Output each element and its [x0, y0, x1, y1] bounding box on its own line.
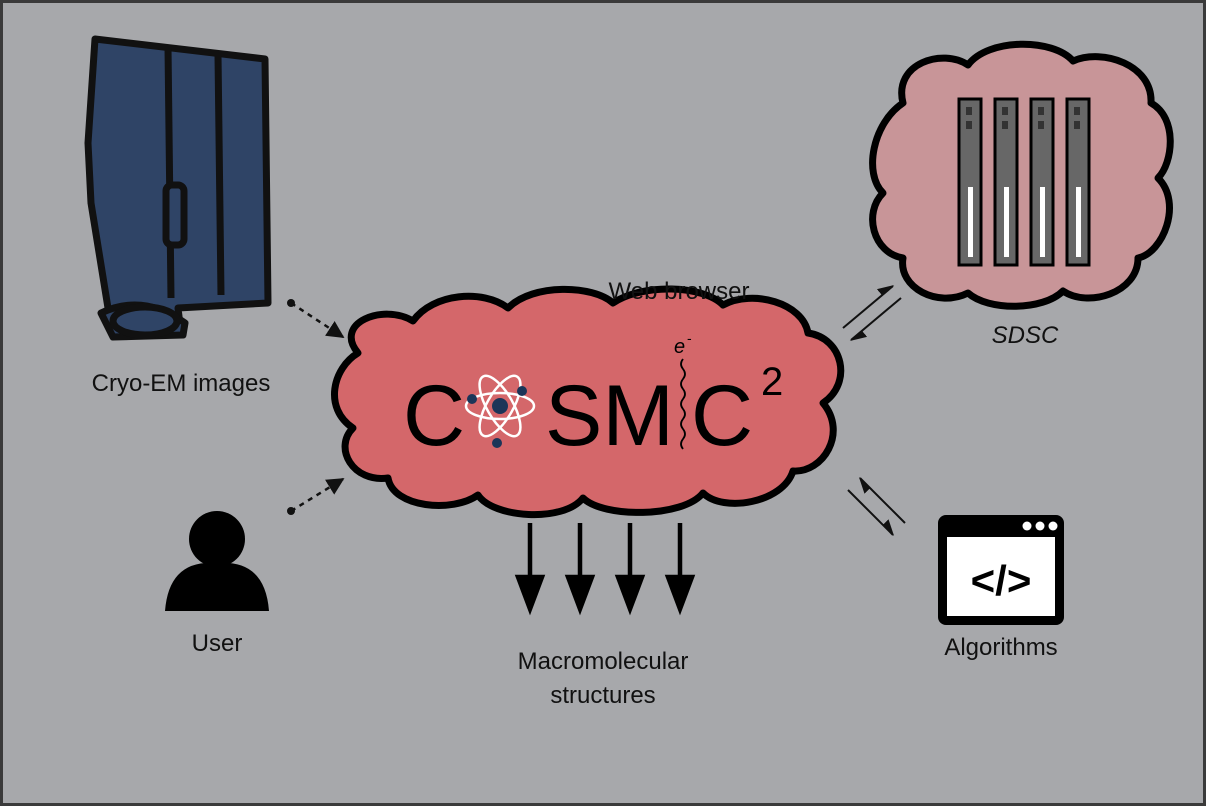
logo-c-left: C	[403, 368, 465, 464]
sdsc-label: SDSC	[992, 322, 1059, 349]
structures-label-line2: structures	[550, 682, 655, 709]
user-label: User	[192, 630, 243, 657]
cryo-em-to-cosmic-arrow	[290, 301, 345, 339]
cryo-em-label: Cryo-EM images	[92, 370, 271, 397]
atom-electron-3	[492, 438, 502, 448]
logo-sm: SM	[545, 368, 674, 464]
code-symbol: </>	[971, 557, 1032, 604]
structures-label-line1: Macromolecular	[518, 648, 689, 675]
atom-electron-1	[467, 394, 477, 404]
user-icon	[165, 511, 269, 611]
electron-wave	[680, 358, 686, 450]
atom-nucleus	[492, 398, 508, 414]
diagram-svg: Cryo-EM images User Web browser C SM e -…	[84, 35, 1174, 709]
electron-symbol: e	[674, 336, 685, 358]
cosmic2-logo: C SM e - C 2	[403, 330, 783, 464]
logo-superscript: 2	[761, 360, 783, 404]
atom-icon	[464, 374, 536, 438]
user-to-cosmic-arrow	[290, 477, 345, 513]
electron-charge: -	[687, 330, 692, 346]
user-arrow-dot	[287, 507, 295, 515]
output-arrows	[514, 523, 696, 616]
sdsc-cloud	[869, 40, 1174, 310]
cryo-arrow-dot	[287, 299, 295, 307]
input-arrows	[290, 301, 345, 513]
server-1	[957, 97, 983, 267]
server-4	[1065, 97, 1091, 267]
code-window-icon: </>	[938, 515, 1064, 625]
sdsc-exchange-arrows	[842, 284, 902, 342]
web-browser-label: Web browser	[609, 278, 750, 305]
server-3	[1029, 97, 1055, 267]
algorithms-exchange-arrows	[847, 476, 906, 537]
logo-c-right: C	[691, 368, 753, 464]
atom-electron-2	[517, 386, 527, 396]
web-browser-cloud	[331, 285, 845, 518]
microscope-icon	[84, 35, 272, 341]
algorithms-label: Algorithms	[944, 634, 1057, 661]
server-2	[993, 97, 1019, 267]
server-rack-icons	[957, 97, 1091, 267]
